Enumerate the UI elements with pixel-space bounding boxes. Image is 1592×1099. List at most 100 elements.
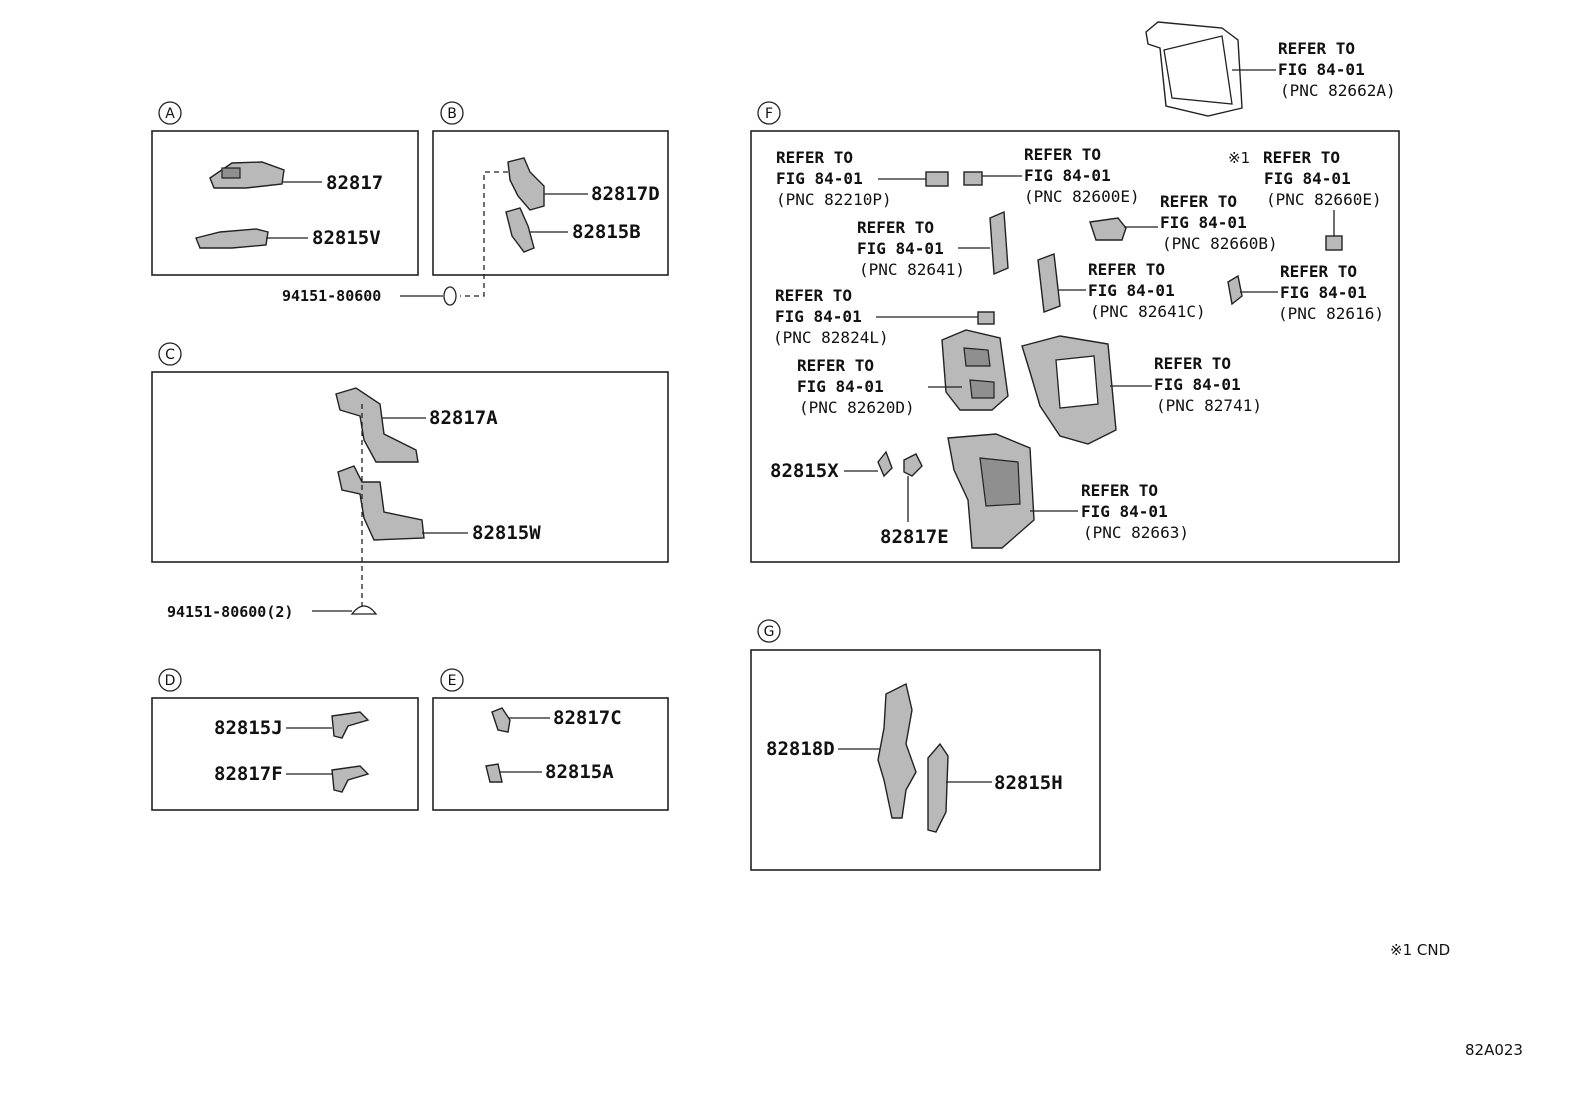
part-82817c-shape: [491, 707, 511, 733]
ref-82210p-label[interactable]: (PNC 82210P): [776, 190, 892, 209]
svg-text:FIG 84-01: FIG 84-01: [1280, 283, 1367, 302]
ref-82600e-label[interactable]: (PNC 82600E): [1024, 187, 1140, 206]
section-g-label: G: [764, 624, 775, 640]
ref-82616-label[interactable]: (PNC 82616): [1278, 304, 1384, 323]
part-82817-label[interactable]: 82817: [326, 172, 383, 194]
part-82817f-label[interactable]: 82817F: [214, 763, 283, 785]
section-c-label: C: [165, 347, 175, 363]
section-a-label: A: [165, 106, 175, 122]
svg-text:FIG 84-01: FIG 84-01: [1264, 169, 1351, 188]
part-82818d-shape: [877, 682, 917, 819]
footnote: ※1 CND: [1390, 941, 1450, 959]
section-c-box: [151, 371, 669, 563]
part-82815x-shape: [877, 450, 893, 478]
section-b-box: [432, 130, 669, 276]
svg-text:REFER TO: REFER TO: [797, 356, 874, 375]
section-f-box: [750, 130, 1400, 563]
part-82817d-shape: [507, 157, 545, 211]
section-f-marker: [757, 101, 781, 125]
part-82815j-shape: [331, 711, 370, 739]
svg-text:FIG 84-01: FIG 84-01: [775, 307, 862, 326]
section-d-marker: [158, 668, 182, 692]
svg-text:REFER TO: REFER TO: [857, 218, 934, 237]
part-82817f-shape: [331, 765, 370, 793]
ref-82620d-label[interactable]: (PNC 82620D): [799, 398, 915, 417]
clip-c-shape: [350, 605, 378, 615]
section-b: B 82817D 82815B 94151-80600: [282, 101, 669, 306]
part-82815b-label[interactable]: 82815B: [572, 221, 641, 243]
section-c-marker: [158, 342, 182, 366]
part-82815j-label[interactable]: 82815J: [214, 717, 283, 739]
ref-82660e-label[interactable]: (PNC 82660E): [1266, 190, 1382, 209]
part-82815a-label[interactable]: 82815A: [545, 761, 614, 783]
section-f: F REFER TO FIG 84-01 (PNC 82210P) REFER …: [750, 101, 1400, 563]
part-82817-shape: [209, 161, 285, 189]
svg-text:REFER TO: REFER TO: [775, 286, 852, 305]
svg-text:REFER TO: REFER TO: [1081, 481, 1158, 500]
svg-text:FIG 84-01: FIG 84-01: [1088, 281, 1175, 300]
clip-b-label[interactable]: 94151-80600: [282, 287, 381, 305]
section-g: G 82818D 82815H: [750, 619, 1101, 871]
svg-text:FIG 84-01: FIG 84-01: [1160, 213, 1247, 232]
svg-text:REFER TO: REFER TO: [1024, 145, 1101, 164]
svg-text:REFER TO: REFER TO: [1280, 262, 1357, 281]
section-g-marker: [757, 619, 781, 643]
part-82817a-shape: [335, 387, 419, 463]
section-g-box: [750, 649, 1101, 871]
ref-82741-label[interactable]: (PNC 82741): [1156, 396, 1262, 415]
section-f-label: F: [765, 106, 773, 122]
section-b-label: B: [447, 106, 457, 122]
ref-82641-label[interactable]: (PNC 82641): [859, 260, 965, 279]
svg-text:REFER TO: REFER TO: [776, 148, 853, 167]
ref-82824l-shape: [977, 311, 995, 325]
svg-text:REFER TO: REFER TO: [1263, 148, 1340, 167]
ref-82210p-shape: [925, 171, 949, 187]
part-82815v-label[interactable]: 82815V: [312, 227, 381, 249]
svg-text:REFER TO: REFER TO: [1154, 354, 1231, 373]
svg-text:FIG 84-01: FIG 84-01: [797, 377, 884, 396]
ref-82660b-shape: [1089, 217, 1127, 241]
ref-82662a-label[interactable]: (PNC 82662A): [1280, 81, 1396, 100]
section-d: D 82815J 82817F: [151, 668, 419, 811]
part-82817d-label[interactable]: 82817D: [591, 183, 660, 205]
section-c: C 82817A 82815W 94151-80600(2): [151, 342, 669, 621]
ref-82641c-shape: [1037, 253, 1061, 313]
part-82815h-label[interactable]: 82815H: [994, 772, 1063, 794]
part-82817e-label[interactable]: 82817E: [880, 526, 949, 548]
part-82817c-label[interactable]: 82817C: [553, 707, 622, 729]
ref-82662a: REFER TO FIG 84-01 (PNC 82662A): [1145, 21, 1396, 117]
ref-82663-label[interactable]: (PNC 82663): [1083, 523, 1189, 542]
section-e: E 82817C 82815A: [432, 668, 669, 811]
ref-82641c-label[interactable]: (PNC 82641C): [1090, 302, 1206, 321]
part-82815w-shape: [337, 465, 425, 541]
section-b-marker: [440, 101, 464, 125]
ref-82662a-shape: [1145, 21, 1243, 117]
ref-82660e-shape: [1325, 235, 1343, 251]
part-82815w-label[interactable]: 82815W: [472, 522, 541, 544]
svg-text:REFER TO: REFER TO: [1088, 260, 1165, 279]
part-82817a-label[interactable]: 82817A: [429, 407, 498, 429]
svg-text:REFER TO: REFER TO: [1160, 192, 1237, 211]
part-82818d-label[interactable]: 82818D: [766, 738, 835, 760]
ref-82660b-label[interactable]: (PNC 82660B): [1162, 234, 1278, 253]
ref-82616-shape: [1227, 274, 1243, 306]
ref-82641-shape: [989, 210, 1009, 276]
section-a-marker: [158, 101, 182, 125]
clip-c-label[interactable]: 94151-80600(2): [167, 603, 293, 621]
svg-text:FIG 84-01: FIG 84-01: [776, 169, 863, 188]
part-82815a-shape: [485, 763, 503, 783]
clip-b-shape: [443, 286, 457, 306]
section-e-box: [432, 697, 669, 811]
ref-82824l-label[interactable]: (PNC 82824L): [773, 328, 889, 347]
svg-text:FIG 84-01: FIG 84-01: [1278, 60, 1365, 79]
section-e-label: E: [448, 673, 457, 689]
part-82815x-label[interactable]: 82815X: [770, 460, 839, 482]
svg-text:※1: ※1: [1228, 149, 1250, 167]
section-e-marker: [440, 668, 464, 692]
svg-text:FIG 84-01: FIG 84-01: [1024, 166, 1111, 185]
svg-text:FIG 84-01: FIG 84-01: [1154, 375, 1241, 394]
svg-text:FIG 84-01: FIG 84-01: [857, 239, 944, 258]
svg-text:REFER TO: REFER TO: [1278, 39, 1355, 58]
part-82815v-shape: [195, 228, 269, 249]
